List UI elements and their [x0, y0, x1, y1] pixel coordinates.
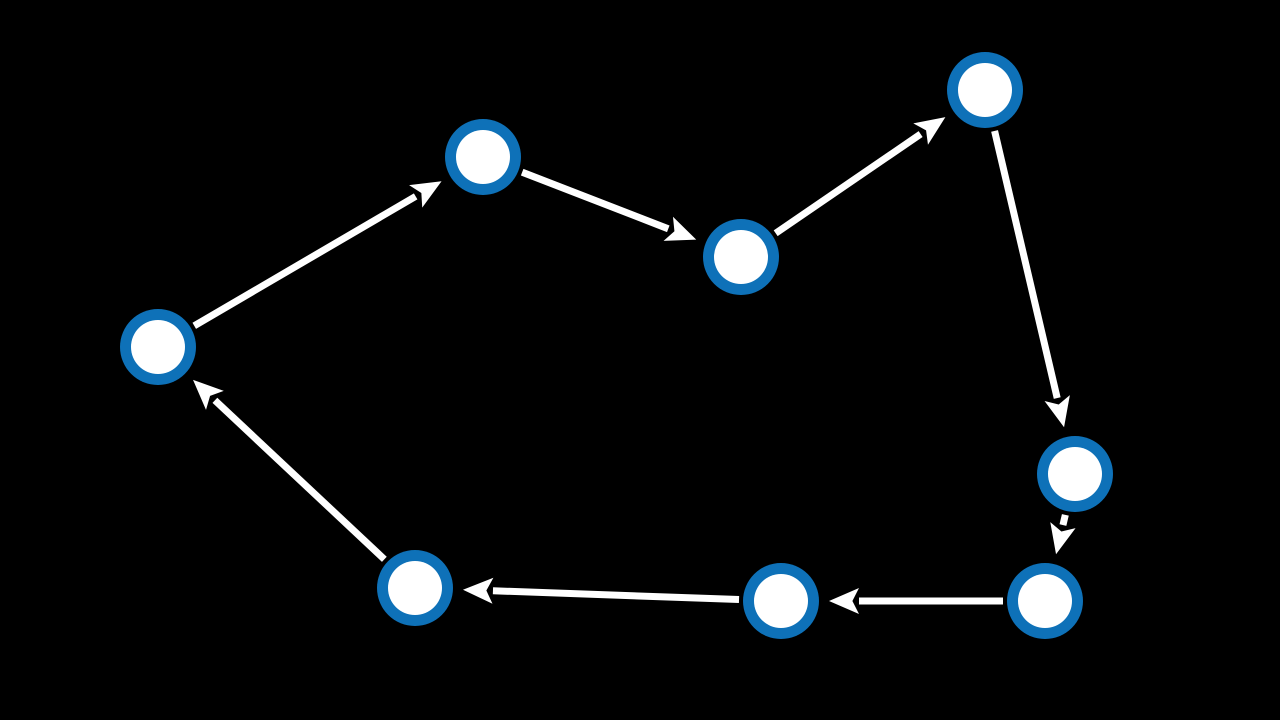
graph-edge-n4-to-n5: [991, 130, 1061, 399]
node-core: [1018, 574, 1072, 628]
arrowhead-n3-to-n4: [913, 117, 946, 145]
arrowhead-n4-to-n5: [1044, 395, 1070, 428]
graph-node-n8[interactable]: [377, 550, 453, 626]
graph-edge-n8-to-n1: [212, 397, 387, 562]
graph-edge-n3-to-n4: [773, 131, 923, 237]
node-core: [456, 130, 510, 184]
graph-node-n6[interactable]: [1007, 563, 1083, 639]
graph-node-n1[interactable]: [120, 309, 196, 385]
node-core: [131, 320, 185, 374]
arrowhead-n1-to-n2: [409, 181, 442, 208]
arrowhead-n5-to-n6: [1050, 522, 1076, 555]
graph-node-n2[interactable]: [445, 119, 521, 195]
graph-edge-n5-to-n6: [1059, 514, 1069, 526]
node-core: [754, 574, 808, 628]
graph-edge-n2-to-n3: [520, 168, 670, 233]
graph-node-n7[interactable]: [743, 563, 819, 639]
edge-layer: [192, 117, 1076, 614]
graph-node-n3[interactable]: [703, 219, 779, 295]
graph-edge-n7-to-n8: [492, 587, 740, 604]
graph-edge-n1-to-n2: [192, 193, 418, 329]
node-core: [388, 561, 442, 615]
arrowhead-n8-to-n1: [193, 379, 224, 410]
node-core: [958, 63, 1012, 117]
arrowhead-n2-to-n3: [663, 216, 697, 241]
node-core: [1048, 447, 1102, 501]
graph-node-n4[interactable]: [947, 52, 1023, 128]
graph-node-n5[interactable]: [1037, 436, 1113, 512]
node-layer: [120, 52, 1113, 639]
node-core: [714, 230, 768, 284]
arrowhead-n7-to-n8: [462, 577, 494, 604]
arrowhead-n6-to-n7: [829, 588, 859, 614]
